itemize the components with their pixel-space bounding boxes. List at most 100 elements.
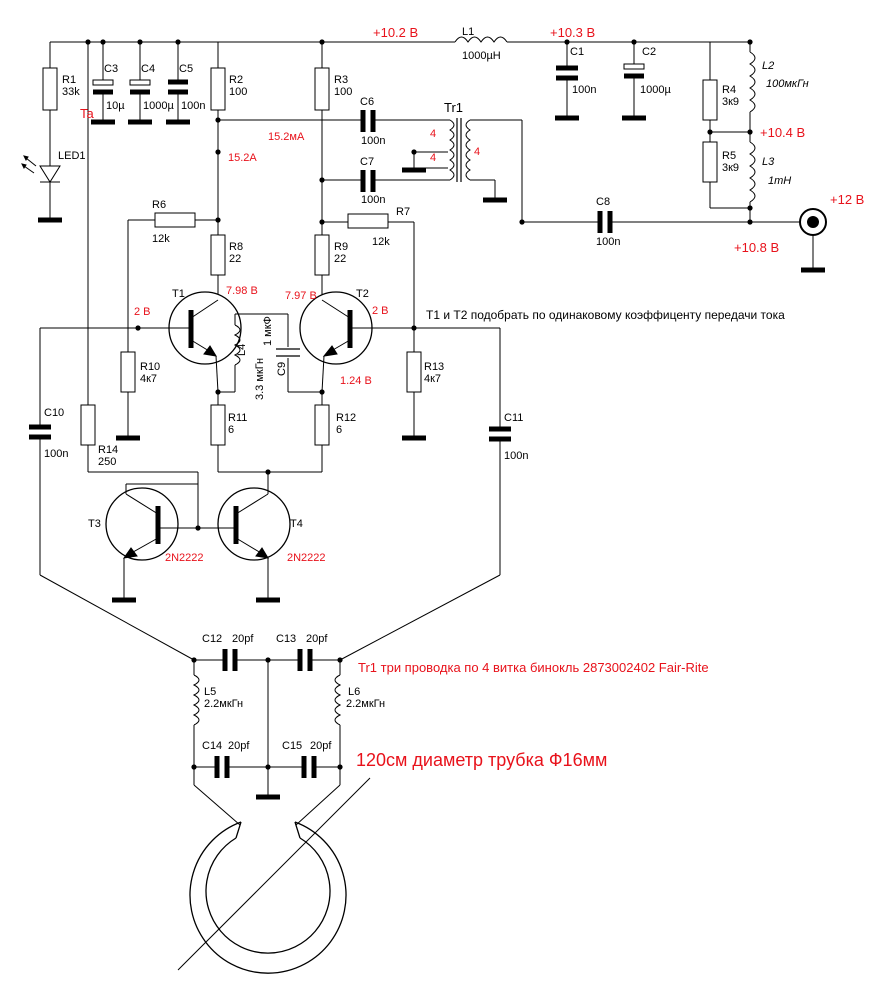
l1-name: L1 xyxy=(462,26,475,38)
l4-value: 3.3 мкГн xyxy=(254,357,266,400)
c13-value: 20pf xyxy=(306,633,328,645)
c6-capacitor xyxy=(358,110,450,132)
l6-name: L6 xyxy=(348,686,361,698)
c14-name: C14 xyxy=(202,740,223,752)
tr1-turns-b: 4 xyxy=(430,152,437,164)
r11-name: R11 xyxy=(228,412,248,424)
t3-type: 2N2222 xyxy=(165,552,204,564)
l4-name: L4 xyxy=(236,343,248,356)
r13-resistor xyxy=(402,351,426,438)
c10-capacitor xyxy=(29,327,195,661)
r4-resistor xyxy=(702,79,718,142)
c7-capacitor xyxy=(358,170,450,192)
c9-name: C9 xyxy=(276,361,288,376)
c4-capacitor xyxy=(128,79,152,122)
voltage-10-8: +10.8 В xyxy=(734,240,780,255)
t1-transistor xyxy=(138,291,242,393)
l2-value: 100мкГн xyxy=(766,78,809,90)
voltage-t2-base: 2 В xyxy=(372,305,389,317)
c8-value: 100n xyxy=(596,236,621,248)
c3-capacitor xyxy=(91,79,115,122)
r1-name: R1 xyxy=(62,74,77,86)
l3-name: L3 xyxy=(762,156,775,168)
l2-inductor xyxy=(749,51,756,142)
l1-value: 1000µH xyxy=(462,50,501,62)
c13-name: C13 xyxy=(276,633,297,645)
r14-name: R14 xyxy=(98,444,119,456)
loop-antenna xyxy=(177,777,371,974)
c7-value: 100n xyxy=(361,194,386,206)
voltage-10-4: +10.4 В xyxy=(760,125,806,140)
l5-value: 2.2мкГн xyxy=(204,698,244,710)
l2-name: L2 xyxy=(762,60,775,72)
r3-value: 100 xyxy=(334,86,353,98)
c4-value: 1000µ xyxy=(143,100,174,112)
l3-value: 1mH xyxy=(768,175,792,187)
r9-resistor xyxy=(314,234,330,300)
r14-resistor xyxy=(80,404,199,528)
tr1-turns-a: 4 xyxy=(430,128,437,140)
c12-name: C12 xyxy=(202,633,223,645)
voltage-t1-collector: 7.98 В xyxy=(226,285,258,297)
c15-value: 20pf xyxy=(310,740,332,752)
c11-value: 100n xyxy=(504,450,529,462)
r8-resistor xyxy=(210,234,226,300)
c10-value: 100n xyxy=(44,448,69,460)
note-matching: T1 и T2 подобрать по одинаковому коэффиц… xyxy=(426,308,785,322)
tuning-network xyxy=(192,649,342,826)
c7-name: C7 xyxy=(360,156,375,168)
tr1-name: Tr1 xyxy=(444,100,464,115)
r8-value: 22 xyxy=(229,253,242,265)
r7-name: R7 xyxy=(396,206,411,218)
led1-diode xyxy=(21,155,62,220)
top-rail-wires xyxy=(49,41,751,405)
r4-name: R4 xyxy=(722,84,737,96)
c9-value: 1 мкФ xyxy=(262,316,274,346)
c3-value: 10µ xyxy=(106,100,125,112)
r12-name: R12 xyxy=(336,412,357,424)
voltage-emitter: 1.24 В xyxy=(340,375,372,387)
led1-name: LED1 xyxy=(58,150,86,162)
c11-capacitor xyxy=(339,327,511,661)
r2-name: R2 xyxy=(229,74,244,86)
current-r3: 15.2мА xyxy=(268,131,305,143)
c8-capacitor xyxy=(597,211,800,233)
voltage-t2-collector: 7.97 В xyxy=(285,290,317,302)
r2-value: 100 xyxy=(229,86,248,98)
c6-value: 100n xyxy=(361,135,386,147)
c3-name: C3 xyxy=(104,63,119,75)
c1-capacitor xyxy=(555,65,579,118)
r10-value: 4к7 xyxy=(140,373,158,385)
c1-name: C1 xyxy=(570,46,585,58)
c5-name: C5 xyxy=(179,63,194,75)
r10-name: R10 xyxy=(140,361,161,373)
r5-value: 3к9 xyxy=(722,162,740,174)
c12-value: 20pf xyxy=(232,633,254,645)
r6-value: 12k xyxy=(152,233,170,245)
r10-resistor xyxy=(116,328,140,438)
l5-name: L5 xyxy=(204,686,217,698)
voltage-12: +12 В xyxy=(830,192,865,207)
tr1-transformer xyxy=(402,118,523,222)
r3-name: R3 xyxy=(334,74,349,86)
c9-capacitor xyxy=(276,348,322,393)
note-tr1: Tr1 три проводка по 4 витка бинокль 2873… xyxy=(358,660,709,675)
t4-transistor xyxy=(198,487,291,600)
r6-resistor xyxy=(127,212,218,328)
r1-value: 33k xyxy=(62,86,80,98)
c2-name: C2 xyxy=(642,46,657,58)
c4-name: C4 xyxy=(141,63,156,75)
c15-name: C15 xyxy=(282,740,303,752)
voltage-10-3: +10.3 В xyxy=(550,25,596,40)
l6-value: 2.2мкГн xyxy=(346,698,386,710)
rf-connector xyxy=(800,208,826,270)
c5-capacitor xyxy=(166,79,190,122)
r9-value: 22 xyxy=(334,253,347,265)
r11-resistor xyxy=(210,392,322,473)
c2-value: 1000µ xyxy=(640,84,671,96)
c2-capacitor xyxy=(622,63,646,118)
c8-name: C8 xyxy=(596,196,611,208)
t4-name: T4 xyxy=(290,518,303,530)
r13-value: 4к7 xyxy=(424,373,442,385)
r6-name: R6 xyxy=(152,199,167,211)
